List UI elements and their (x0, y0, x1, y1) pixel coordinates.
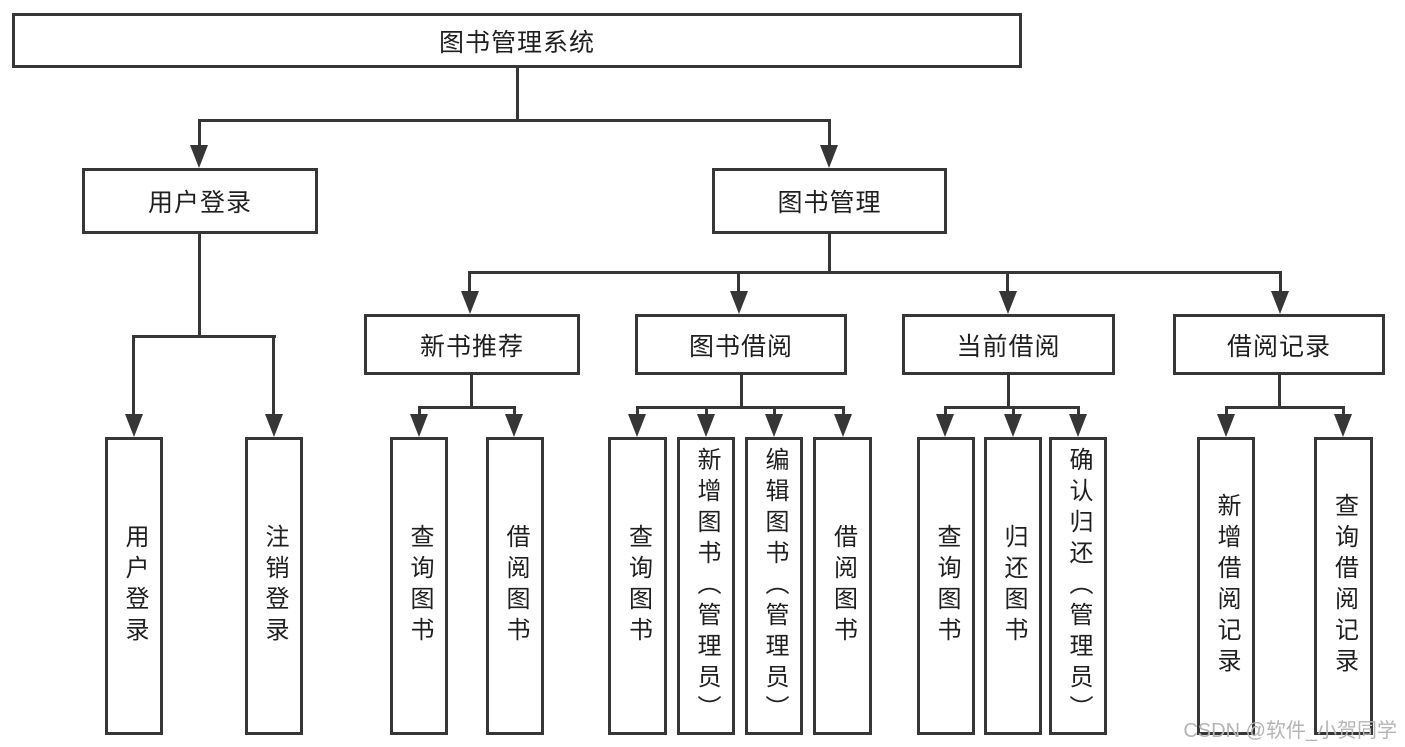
leaf-query-books-current: 查询图书 (917, 437, 975, 735)
connector-line (1225, 406, 1228, 418)
leaf-confirm-return-admin-label: 确认归还（管理员） (1065, 446, 1092, 726)
leaf-query-borrow-record: 查询借阅记录 (1314, 437, 1373, 735)
node-book-management-label: 图书管理 (777, 189, 882, 217)
connector-line (740, 375, 743, 408)
leaf-query-books-current-label: 查询图书 (933, 524, 960, 648)
node-borrow-records-label: 借阅记录 (1226, 332, 1331, 361)
leaf-return-books-label: 归还图书 (1000, 524, 1027, 648)
leaf-query-books-borrow-label: 查询图书 (624, 524, 652, 648)
leaf-query-books-recommend: 查询图书 (390, 437, 448, 735)
arrow-down-icon (1217, 414, 1235, 437)
leaf-user-login-label: 用户登录 (121, 524, 148, 648)
connector-line (1007, 375, 1010, 408)
connector-line (198, 119, 831, 122)
node-current-borrow: 当前借阅 (902, 314, 1115, 375)
leaf-borrow-books-recommend: 借阅图书 (486, 437, 544, 735)
leaf-return-books: 归还图书 (984, 437, 1042, 735)
arrow-down-icon (505, 414, 523, 437)
connector-line (513, 406, 516, 418)
connector-line (1077, 406, 1080, 418)
leaf-borrow-books-label: 借阅图书 (829, 524, 857, 648)
connector-line (468, 271, 471, 295)
connector-line (272, 335, 275, 416)
connector-line (1279, 271, 1282, 295)
node-new-book-recommend: 新书推荐 (364, 314, 580, 375)
leaf-query-borrow-record-label: 查询借阅记录 (1330, 493, 1358, 679)
leaf-edit-books-admin: 编辑图书（管理员） (745, 437, 803, 735)
connector-line (1225, 406, 1345, 409)
node-book-borrow-label: 图书借阅 (688, 332, 793, 361)
connector-line (1278, 375, 1281, 408)
arrow-down-icon (190, 145, 208, 168)
node-root-label: 图书管理系统 (438, 28, 595, 57)
connector-line (418, 406, 516, 409)
leaf-confirm-return-admin: 确认归还（管理员） (1049, 437, 1107, 735)
arrow-down-icon (834, 414, 852, 437)
leaf-add-borrow-record: 新增借阅记录 (1197, 437, 1255, 735)
connector-line (198, 234, 201, 338)
arrow-down-icon (1334, 414, 1352, 437)
connector-line (737, 271, 740, 295)
arrow-down-icon (765, 414, 783, 437)
arrow-down-icon (820, 145, 838, 168)
connector-line (636, 406, 845, 409)
arrow-down-icon (628, 414, 646, 437)
leaf-add-books-admin: 新增图书（管理员） (677, 437, 735, 735)
arrow-down-icon (730, 291, 748, 314)
node-current-borrow-label: 当前借阅 (956, 332, 1061, 361)
connector-line (470, 375, 473, 408)
arrow-down-icon (936, 414, 954, 437)
connector-line (418, 406, 421, 418)
node-book-management: 图书管理 (712, 168, 947, 234)
arrow-down-icon (1004, 414, 1022, 437)
leaf-query-books-recommend-label: 查询图书 (406, 524, 433, 648)
leaf-logout-login-label: 注销登录 (261, 524, 288, 648)
connector-line (705, 406, 708, 418)
connector-line (944, 406, 947, 418)
arrow-down-icon (410, 414, 428, 437)
leaf-user-login: 用户登录 (105, 437, 163, 735)
node-book-borrow: 图书借阅 (635, 314, 847, 375)
node-new-book-recommend-label: 新书推荐 (419, 332, 524, 361)
connector-line (828, 119, 831, 148)
connector-line (133, 335, 276, 338)
csdn-watermark: CSDN @软件_小贺同学 (1183, 720, 1397, 742)
connector-line (773, 406, 776, 418)
connector-line (516, 68, 519, 121)
node-borrow-records: 借阅记录 (1173, 314, 1385, 375)
connector-line (1012, 406, 1015, 418)
connector-line (132, 335, 135, 416)
node-root: 图书管理系统 (12, 13, 1022, 68)
arrow-down-icon (697, 414, 715, 437)
arrow-down-icon (999, 291, 1017, 314)
leaf-query-books-borrow: 查询图书 (608, 437, 667, 735)
arrow-down-icon (461, 291, 479, 314)
arrow-down-icon (265, 414, 283, 437)
node-user-login: 用户登录 (82, 168, 318, 234)
leaf-add-borrow-record-label: 新增借阅记录 (1213, 493, 1240, 679)
leaf-borrow-books-recommend-label: 借阅图书 (502, 524, 529, 648)
connector-line (842, 406, 845, 418)
connector-line (469, 271, 1282, 274)
connector-line (1342, 406, 1345, 418)
leaf-borrow-books: 借阅图书 (813, 437, 872, 735)
connector-line (1006, 271, 1009, 295)
connector-line (828, 234, 831, 273)
leaf-edit-books-admin-label: 编辑图书（管理员） (761, 446, 788, 726)
arrow-down-icon (1271, 291, 1289, 314)
leaf-logout-login: 注销登录 (245, 437, 303, 735)
arrow-down-icon (1069, 414, 1087, 437)
leaf-add-books-admin-label: 新增图书（管理员） (693, 446, 720, 726)
connector-line (198, 119, 201, 148)
node-user-login-label: 用户登录 (147, 189, 252, 217)
connector-line (636, 406, 639, 418)
arrow-down-icon (125, 414, 143, 437)
